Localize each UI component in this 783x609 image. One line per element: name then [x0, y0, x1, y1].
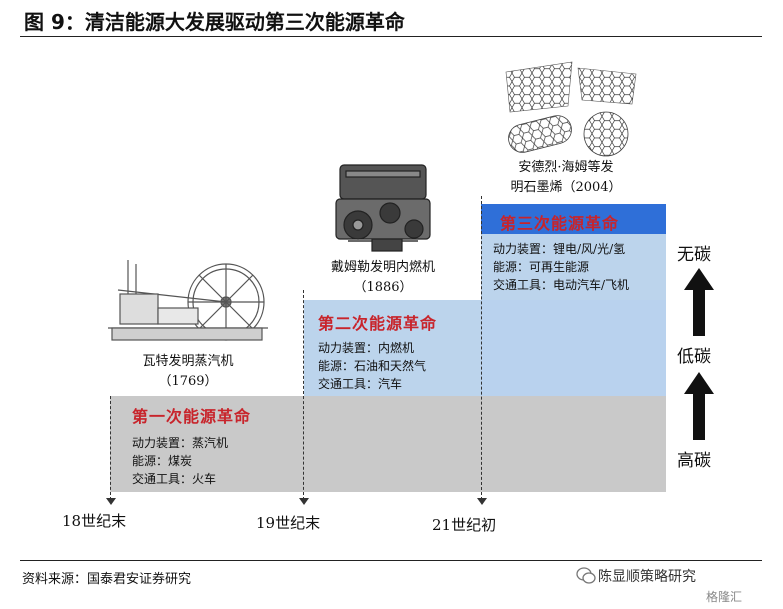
era1-energy: 能源：煤炭	[132, 454, 193, 468]
era3-band-light	[481, 300, 666, 396]
watermark-logo: 格隆汇	[706, 588, 742, 605]
carbon-up-arrow-1	[684, 268, 714, 336]
era1-power: 动力装置：蒸汽机	[132, 436, 229, 450]
era2-energy: 能源：石油和天然气	[318, 359, 427, 373]
era3-transport: 交通工具：电动汽车/飞机	[493, 278, 630, 292]
carbon-label-high: 高碳	[677, 451, 711, 471]
timeline-marker-21c	[481, 196, 482, 500]
footer-divider	[20, 560, 762, 561]
source-note: 资料来源：国泰君安证券研究	[22, 572, 192, 587]
era3-title: 第三次能源革命	[500, 214, 620, 233]
arrowhead-21c	[477, 498, 487, 505]
century-label-21: 21世纪初	[432, 516, 497, 534]
timeline-marker-18c	[110, 396, 111, 500]
era1-transport: 交通工具：火车	[132, 472, 217, 486]
era1-band	[110, 396, 666, 492]
watermark-text: 格隆汇	[706, 590, 743, 604]
era1-invention: 瓦特发明蒸汽机	[142, 354, 234, 369]
timeline-marker-19c	[303, 290, 304, 500]
carbon-label-low: 低碳	[677, 347, 711, 367]
wechat-icon	[576, 567, 596, 584]
carbon-up-arrow-2	[684, 372, 714, 440]
combustion-engine-illustration	[335, 164, 431, 252]
era2-title: 第二次能源革命	[318, 314, 438, 333]
era2-year: （1886）	[353, 280, 413, 295]
era2-transport: 交通工具：汽车	[318, 377, 403, 391]
graphene-illustration	[505, 61, 637, 157]
era2-power: 动力装置：内燃机	[318, 341, 415, 355]
era3-info-band	[481, 234, 666, 300]
era1-year: （1769）	[158, 374, 218, 389]
title-divider	[20, 36, 762, 37]
century-label-19: 19世纪末	[256, 514, 321, 532]
brand-name: 陈显顺策略研究	[598, 569, 696, 585]
carbon-label-none: 无碳	[677, 245, 711, 265]
era3-energy: 能源：可再生能源	[493, 260, 590, 274]
era3-power: 动力装置：锂电/风/光/氢	[493, 242, 626, 256]
era3-invention: 安德烈·海姆等发	[518, 160, 614, 175]
era1-title: 第一次能源革命	[132, 407, 252, 426]
page-title: 图 9：清洁能源大发展驱动第三次能源革命	[24, 10, 405, 34]
century-label-18: 18世纪末	[62, 512, 127, 530]
era3-year: 明石墨烯（2004）	[510, 180, 622, 195]
arrowhead-18c	[106, 498, 116, 505]
steam-engine-illustration	[98, 250, 278, 348]
era2-invention: 戴姆勒发明内燃机	[330, 260, 435, 275]
arrowhead-19c	[299, 498, 309, 505]
